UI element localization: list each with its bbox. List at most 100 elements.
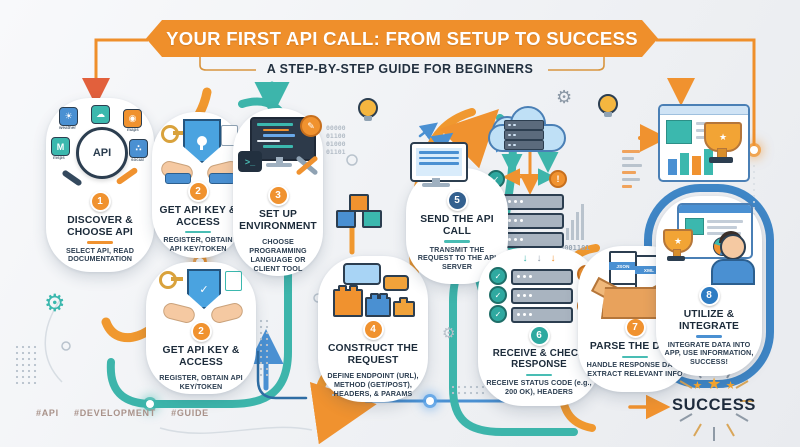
pin-icon: ◉ (128, 113, 137, 123)
shield-check-icon: ✓ (187, 269, 221, 309)
digits-text: 3001101 (560, 244, 590, 252)
api-key-icon-2: ✓ (151, 269, 251, 325)
brush-bubble-icon: ✎ (300, 115, 322, 137)
step-description: RECEIVE STATUS CODE (e.g., 200 OK), HEAD… (486, 378, 592, 397)
step-title: SEND THE API CALL (420, 214, 494, 237)
gear-icon: ⚙ (556, 87, 573, 107)
window-titlebar (679, 205, 751, 213)
title-divider (87, 241, 113, 244)
title-divider (444, 240, 470, 243)
sun-icon: ☀ (64, 111, 73, 121)
parse-box-icon: JSON XML (583, 251, 687, 319)
step-title: PARSE THE DATA (589, 341, 681, 352)
dot-grid (258, 318, 270, 378)
success-stars: ★ ★ ★ (672, 374, 756, 394)
hand-right-icon (209, 301, 245, 325)
xml-label: XML (635, 266, 663, 274)
construct-request-icon (323, 263, 423, 319)
environment-icon: >_ ✎ (238, 115, 322, 185)
weather-app-icon: ☀ (59, 107, 78, 126)
app-tile-label: weather (59, 125, 77, 130)
step-title: UTILIZE & INTEGRATE (678, 309, 740, 332)
discover-api-icon: ☀ weather ☁ ◉ maps M msps ∴ social API (51, 105, 149, 191)
step-number-badge: 8 (698, 285, 720, 306)
text-line (707, 220, 743, 223)
warning-icon: ! (549, 170, 567, 188)
server-icon (511, 307, 573, 323)
token-doc-icon (225, 271, 242, 291)
step-description: CHOOSE PROGRAMMING LANGUAGE OR CLIENT TO… (249, 237, 307, 273)
magnifier-api-label: API (92, 147, 112, 159)
binary-line: 01101 (326, 148, 346, 157)
step-card-2: 2 GET API KEY & ACCESS REGISTER, OBTAIN … (152, 112, 244, 258)
trophy-base (709, 157, 733, 163)
bar (704, 149, 713, 175)
maps-app-icon: ◉ (123, 109, 142, 128)
step-description: HANDLE RESPONSE DATA, EXTRACT RELEVANT I… (586, 360, 684, 378)
check-icon: ✓ (199, 283, 209, 296)
text-line (707, 226, 737, 229)
step-card-3: >_ ✎ 3 SET UP ENVIRONMENT CHOOSE PROGRAM… (233, 108, 323, 276)
glow-node (146, 400, 154, 408)
lego-block-icon (393, 297, 415, 317)
check-icon: ✓ (489, 286, 507, 304)
msps-app-icon: M (51, 137, 70, 156)
json-doc-icon: JSON (609, 251, 637, 285)
person-face-icon (720, 234, 746, 260)
cloud-app-icon: ☁ (91, 105, 110, 124)
step-number-badge: 2 (187, 181, 209, 202)
step-number-badge: 1 (89, 191, 111, 212)
code-line (263, 128, 289, 131)
page-subtitle: A STEP-BY-STEP GUIDE FOR BEGINNERS (266, 62, 534, 76)
code-list-decor (622, 150, 648, 192)
person-body (711, 259, 755, 285)
speech-bubble-icon (343, 263, 381, 285)
monitor-icon (410, 142, 468, 182)
prompt-glyph: >_ (244, 156, 256, 167)
lego-block-icon (336, 210, 356, 228)
title-divider (696, 335, 722, 338)
down-arrow-icon: ↓ (550, 253, 556, 264)
glow-node (750, 146, 758, 154)
binary-line: 00000 (326, 124, 346, 132)
hashtag: #GUIDE (171, 408, 209, 418)
utilize-integrate-icon: ★ (661, 201, 757, 285)
lightbulb-icon (598, 94, 618, 117)
step-number-badge: 5 (446, 190, 468, 211)
step-number-badge: 4 (362, 319, 384, 340)
trophy-base (667, 256, 685, 261)
gear-icon: ⚙ (442, 325, 456, 342)
exclaim-glyph: ! (556, 174, 560, 184)
star-icon: ★ (706, 376, 722, 393)
keyhole-icon (197, 136, 207, 150)
binary-line: 01100 (326, 132, 346, 141)
step-card-4: 4 CONSTRUCT THE REQUEST DEFINE ENDPOINT … (318, 256, 428, 402)
glow-node (426, 397, 434, 405)
star-icon: ★ (725, 380, 736, 392)
bar (668, 159, 677, 175)
code-line (257, 139, 280, 142)
step-title: GET API KEY & ACCESS (159, 205, 237, 228)
code-line (257, 123, 294, 126)
key-icon (159, 271, 183, 289)
lego-block-icon (349, 194, 369, 212)
step-description: DEFINE ENDPOINT (URL), METHOD (GET/POST)… (327, 371, 419, 398)
monitor-base (422, 183, 450, 187)
hashtags: #API #DEVELOPMENT #GUIDE (36, 408, 221, 418)
step-description: TRANSMIT THE REQUEST TO THE API SERVER (417, 244, 497, 272)
cloud-icon: ☁ (96, 109, 105, 119)
monitor-stand (432, 178, 440, 184)
blocks-decor-icon (336, 194, 382, 234)
check-glyph: ✓ (494, 290, 502, 300)
step-card-1: ☀ weather ☁ ◉ maps M msps ∴ social API 1… (46, 98, 154, 272)
step-card-8: ★ 8 UTILIZE & INTEGRATE INTEGRATE DATA I… (656, 196, 762, 376)
hashtag: #API (36, 408, 59, 418)
title-divider (185, 231, 211, 234)
shield-icon (183, 119, 221, 163)
server-icon (502, 213, 564, 229)
m-pin-icon: M (56, 141, 65, 152)
down-arrow-icon: ↓ (522, 253, 528, 264)
pen-icon: ✎ (307, 120, 315, 131)
terminal-icon: >_ (238, 151, 262, 172)
gear-icon: ⚙ (44, 290, 66, 317)
